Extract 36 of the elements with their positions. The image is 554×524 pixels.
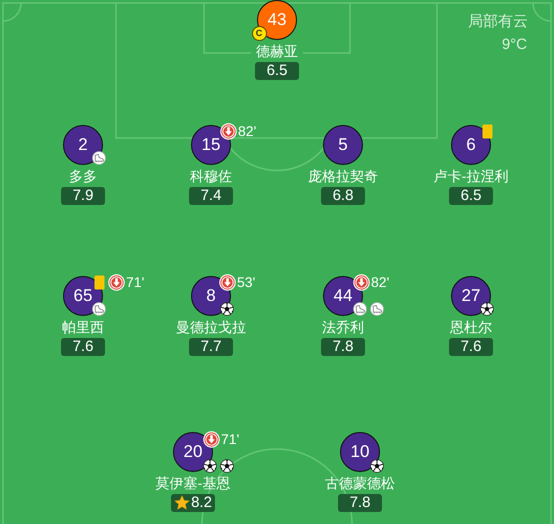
rating-badge: 7.4 (189, 187, 233, 205)
player-circle: 2 (63, 125, 103, 165)
player-name: 法乔利 (322, 319, 364, 335)
temperature-text: 9°C (502, 36, 527, 54)
player-name: 多多 (69, 168, 97, 184)
rating-badge: 6.5 (255, 62, 299, 80)
player-name: 古德蒙德松 (325, 475, 395, 491)
rating-badge: 7.7 (189, 338, 233, 356)
rating-badge: 7.9 (61, 187, 105, 205)
substitution-time: 82' (371, 274, 390, 290)
rating-badge: 7.8 (321, 338, 365, 356)
substitution-time: 53' (237, 274, 256, 290)
substitution-time: 71' (126, 274, 144, 290)
player-circle: 6 (451, 125, 491, 165)
weather-text: 局部有云 (468, 13, 528, 31)
player-circle: 5 (323, 125, 363, 165)
player-name: 曼德拉戈拉 (176, 319, 246, 335)
player-name: 莫伊塞-基恩 (156, 475, 230, 491)
rating-badge: 7.6 (449, 338, 493, 356)
player-name: 帕里西 (62, 319, 104, 335)
rating-badge: 6.8 (321, 187, 365, 205)
substitution-time: 71' (221, 431, 240, 447)
player-name: 德赫亚 (256, 43, 298, 59)
player-name: 卢卡-拉涅利 (434, 168, 508, 184)
rating-badge: 6.5 (449, 187, 493, 205)
player-name: 科穆佐 (190, 168, 232, 184)
substitution-time: 82' (238, 123, 256, 139)
rating-value: 8.2 (191, 494, 212, 512)
rating-badge: 7.6 (61, 338, 105, 356)
rating-badge: 7.8 (338, 494, 382, 512)
player-circle: 27 (451, 276, 491, 316)
player-name: 恩杜尔 (450, 319, 492, 335)
player-name: 庞格拉契奇 (308, 168, 378, 184)
captain-badge: C (252, 26, 266, 40)
player-circle: 15 (191, 125, 231, 165)
player-circle: 10 (340, 432, 380, 472)
